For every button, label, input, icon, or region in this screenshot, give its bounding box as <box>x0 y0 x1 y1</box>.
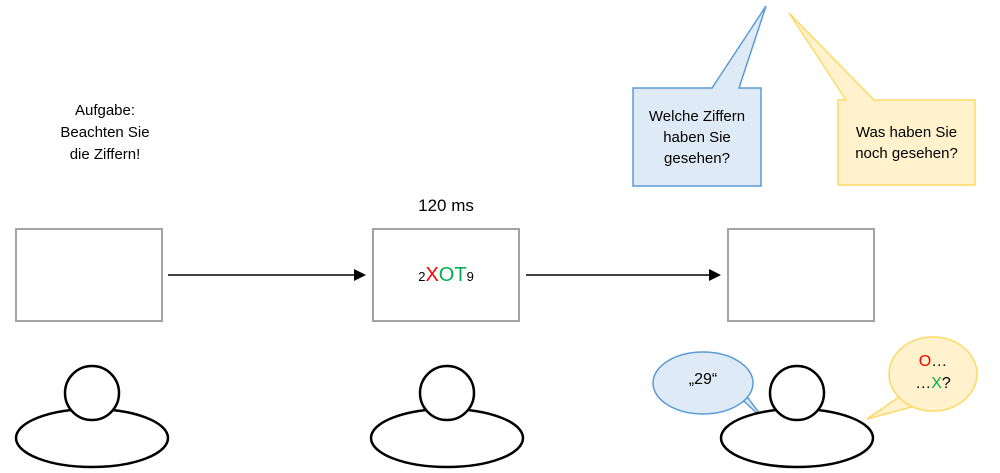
answer-segment: … <box>915 375 932 392</box>
duration-label: 120 ms <box>418 196 474 215</box>
screen-box-blank-1 <box>15 228 163 322</box>
stimulus-segment: X <box>425 263 439 286</box>
stimulus-segment: 2 <box>418 268 426 284</box>
question-line: gesehen? <box>664 149 730 167</box>
task-note: Aufgabe: Beachten Sie die Ziffern! <box>20 100 190 166</box>
question-line: Was haben Sie <box>855 123 958 141</box>
answer-bubble-yellow-shape <box>866 336 978 420</box>
stimulus-segment: T <box>454 263 467 286</box>
task-note-line: Beachten Sie <box>60 124 150 141</box>
answer-segment: … <box>931 353 948 370</box>
answer-segment: O <box>918 353 932 370</box>
person-2-icon <box>369 364 525 469</box>
stimulus-text: 2 X O T 9 <box>418 264 474 287</box>
screen-box-stimulus: 2 X O T 9 <box>372 228 520 322</box>
question-bubble-yellow-shape <box>788 12 976 186</box>
answer-bubble-yellow-text: O… …X? <box>889 351 977 395</box>
task-note-line: die Ziffern! <box>69 146 141 163</box>
arrow-2-head-icon <box>709 269 721 281</box>
question-line: noch gesehen? <box>855 144 958 162</box>
question-bubble-yellow-text: Was haben Sie noch gesehen? <box>838 100 975 185</box>
question-bubble-blue-shape <box>632 5 767 187</box>
person-1-icon <box>14 364 170 469</box>
arrow-1-head-icon <box>354 269 366 281</box>
question-line: Welche Ziffern <box>648 107 746 125</box>
screen-box-blank-2 <box>727 228 875 322</box>
stimulus-segment: 9 <box>466 268 474 284</box>
person-3-icon <box>719 364 875 469</box>
answer-segment: X <box>931 375 942 392</box>
answer-segment: ? <box>941 375 951 392</box>
task-note-line: Aufgabe: <box>74 102 136 119</box>
question-line: haben Sie <box>663 128 731 146</box>
answer-bubble-blue-text: „29“ <box>688 371 718 388</box>
question-bubble-blue-text: Welche Ziffern haben Sie gesehen? <box>633 88 761 186</box>
stimulus-segment: O <box>438 263 455 286</box>
answer-line: O… <box>889 351 977 373</box>
answer-line: …X? <box>889 373 977 395</box>
